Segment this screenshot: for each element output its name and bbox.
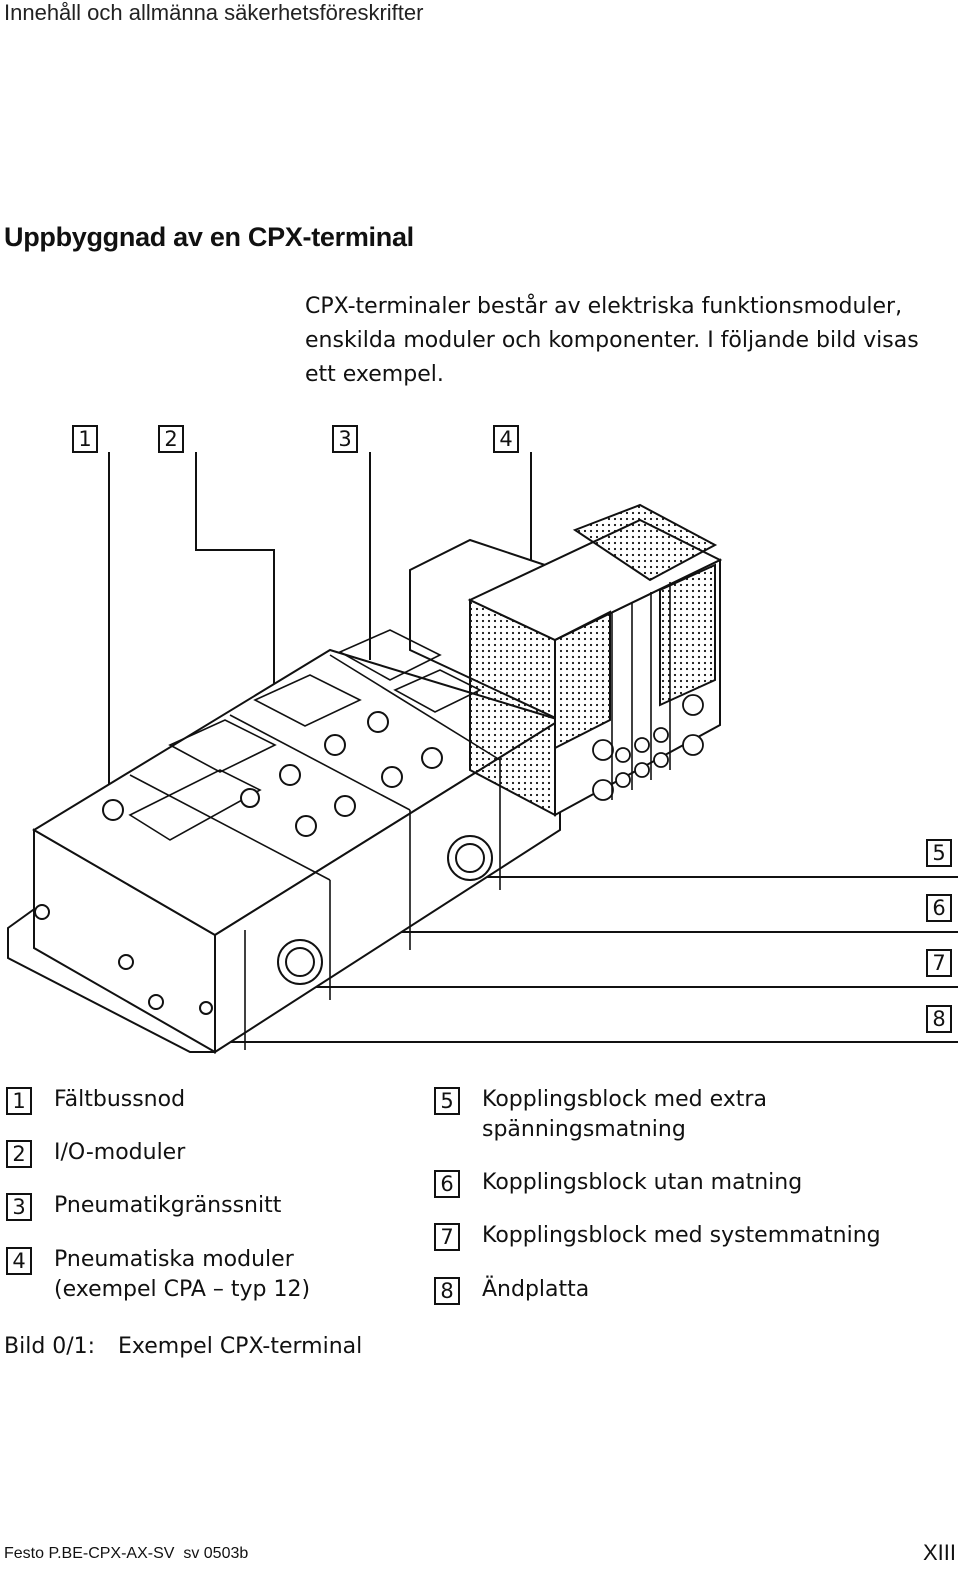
legend-item-4: Pneumatiska moduler bbox=[54, 1247, 294, 1272]
callout-7: 7 bbox=[926, 949, 952, 977]
caption-text: Exempel CPX-terminal bbox=[118, 1334, 363, 1359]
callout-1: 1 bbox=[72, 425, 98, 453]
legend-num-3: 3 bbox=[6, 1193, 32, 1221]
legend-num-6: 6 bbox=[434, 1170, 460, 1198]
legend-num-7: 7 bbox=[434, 1223, 460, 1251]
legend-num-2: 2 bbox=[6, 1140, 32, 1168]
legend-item-7: Kopplingsblock med systemmatning bbox=[482, 1223, 881, 1248]
legend-item-5-sub: spänningsmatning bbox=[482, 1117, 686, 1142]
callout-6: 6 bbox=[926, 894, 952, 922]
legend-num-5: 5 bbox=[434, 1087, 460, 1115]
footer-doc-id: Festo P.BE-CPX-AX-SV sv 0503b bbox=[4, 1545, 249, 1562]
intro-paragraph: CPX-terminaler består av elektriska funk… bbox=[305, 294, 919, 387]
legend-item-1: Fältbussnod bbox=[54, 1087, 186, 1112]
legend-item-2: I/O-moduler bbox=[54, 1140, 186, 1165]
callout-5: 5 bbox=[926, 839, 952, 867]
legend-item-8: Ändplatta bbox=[482, 1277, 590, 1302]
terminal-body bbox=[7, 503, 723, 1054]
legend-item-5: Kopplingsblock med extra bbox=[482, 1087, 767, 1112]
legend-num-1: 1 bbox=[6, 1087, 32, 1115]
callout-4: 4 bbox=[493, 425, 519, 453]
m12-connectors bbox=[34, 711, 493, 1015]
legend-item-4-sub: (exempel CPA – typ 12) bbox=[54, 1277, 311, 1302]
callout-3: 3 bbox=[332, 425, 358, 453]
footer-page-number: XIII bbox=[922, 1540, 956, 1565]
legend-item-3: Pneumatikgränssnitt bbox=[54, 1193, 282, 1218]
callout-2: 2 bbox=[158, 425, 184, 453]
legend-num-8: 8 bbox=[434, 1277, 460, 1305]
page-title: Uppbyggnad av en CPX-terminal bbox=[4, 222, 414, 252]
cpx-terminal-drawing bbox=[7, 452, 958, 1054]
figure-caption: Bild 0/1: Exempel CPX-terminal bbox=[4, 1334, 362, 1359]
legend-num-4: 4 bbox=[6, 1247, 32, 1275]
caption-label: Bild 0/1: bbox=[4, 1334, 96, 1359]
callout-8: 8 bbox=[926, 1005, 952, 1033]
leader-line-2 bbox=[195, 452, 275, 690]
section-header: Innehåll och allmänna säkerhetsföreskrif… bbox=[4, 0, 424, 25]
legend-item-6: Kopplingsblock utan matning bbox=[482, 1170, 803, 1195]
